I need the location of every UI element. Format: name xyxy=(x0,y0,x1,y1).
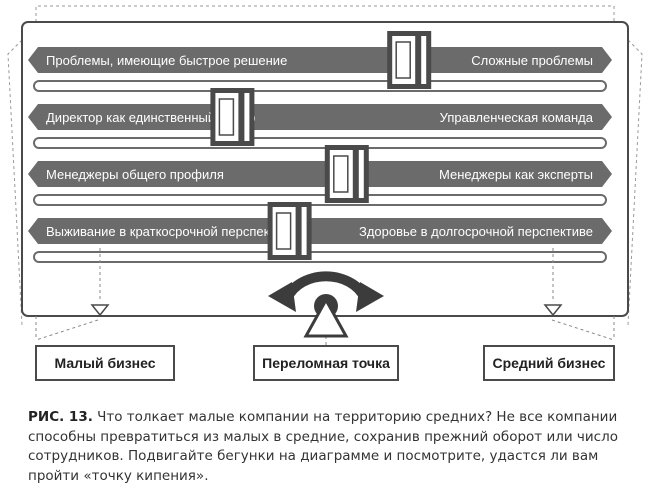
slider-track xyxy=(33,194,607,206)
down-arrow-left-icon xyxy=(90,304,110,317)
label-box-medium-business: Средний бизнес xyxy=(483,345,615,381)
medium-business-label: Средний бизнес xyxy=(493,355,606,371)
slider-right-label: Управленческая команда xyxy=(440,110,594,125)
down-arrow-right-icon xyxy=(543,304,563,317)
caption-text: Что толкает малые компании на территорию… xyxy=(28,409,618,484)
label-box-small-business: Малый бизнес xyxy=(35,345,175,381)
slider-row: Директор как единственный лидер Управленч… xyxy=(28,88,612,149)
small-business-label: Малый бизнес xyxy=(54,355,155,371)
caption-prefix: РИС. 13. xyxy=(28,409,93,425)
slider-row: Менеджеры общего профиля Менеджеры как эк… xyxy=(28,145,612,206)
figure-caption: РИС. 13. Что толкает малые компании на т… xyxy=(28,408,632,486)
slider-track xyxy=(33,251,607,263)
slider-track xyxy=(33,137,607,149)
slider-left-label: Менеджеры общего профиля xyxy=(46,167,224,182)
slider-bar xyxy=(28,161,612,187)
slider-bar xyxy=(28,47,612,73)
slider-bar xyxy=(28,218,612,244)
slider-right-label: Сложные проблемы xyxy=(471,53,593,68)
slider-thumb[interactable] xyxy=(267,202,312,260)
slider-right-label: Менеджеры как эксперты xyxy=(439,167,593,182)
dashed-frame xyxy=(7,5,643,326)
slider-thumb[interactable] xyxy=(210,88,255,146)
slider-row: Проблемы, имеющие быстрое решение Сложные… xyxy=(28,31,612,92)
slider-right-label: Здоровье в долгосрочной перспективе xyxy=(359,224,593,239)
label-box-tipping-point: Переломная точка xyxy=(253,345,399,381)
slider-track xyxy=(33,80,607,92)
connector-lines xyxy=(35,248,615,345)
slider-bar xyxy=(28,104,612,130)
slider-thumb[interactable] xyxy=(387,31,432,89)
slider-left-label: Выживание в краткосрочной перспективе xyxy=(46,224,297,239)
slider-left-label: Директор как единственный лидер xyxy=(46,110,256,125)
tipping-point-label: Переломная точка xyxy=(262,355,390,371)
slider-thumb[interactable] xyxy=(324,145,369,203)
slider-row: Выживание в краткосрочной перспективе Здо… xyxy=(28,202,612,263)
slider-left-label: Проблемы, имеющие быстрое решение xyxy=(46,53,287,68)
tipping-point-icon xyxy=(268,271,384,338)
